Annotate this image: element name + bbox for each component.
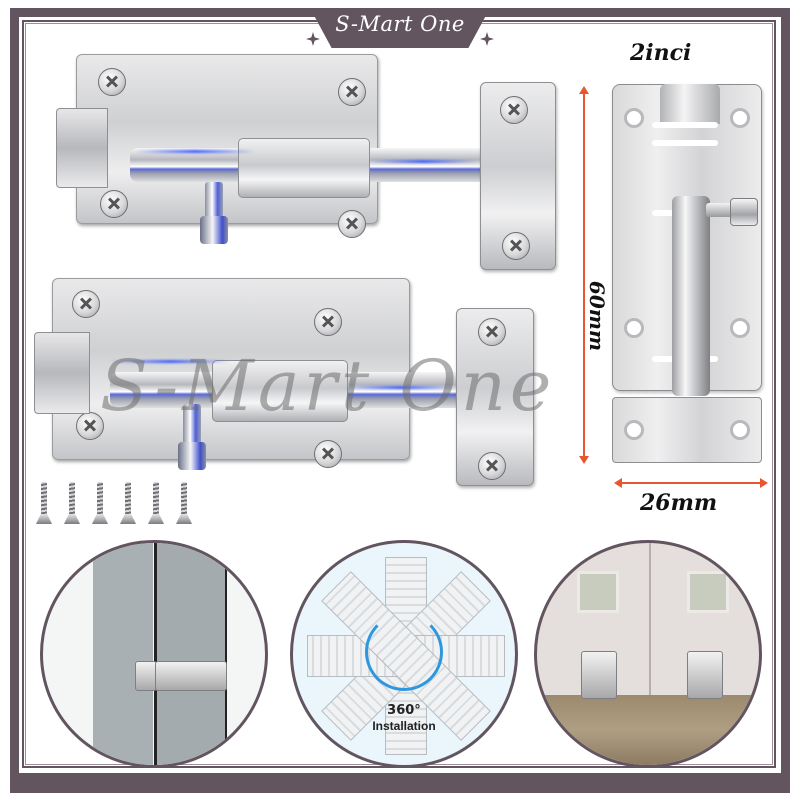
frame-border-bottom — [10, 773, 790, 793]
screw-icon — [100, 190, 128, 218]
door-gap — [225, 543, 227, 765]
double-door-circle — [534, 540, 762, 768]
vertical-latch-bolt — [672, 196, 710, 396]
highlight-glow — [368, 160, 478, 163]
latch-knob — [183, 404, 201, 444]
brand-name: S-Mart One — [335, 12, 465, 36]
mounting-hole-icon — [730, 318, 750, 338]
mounting-hole-icon — [730, 420, 750, 440]
latch-flange — [56, 108, 108, 188]
door-glass — [687, 571, 729, 613]
highlight-glow — [345, 386, 455, 389]
screw-icon — [98, 68, 126, 96]
wood-screw-icon — [148, 482, 164, 528]
latch-sleeve — [238, 138, 370, 198]
mounting-hole-icon — [730, 108, 750, 128]
door-gap — [154, 543, 157, 765]
installed-latch-icon — [135, 661, 157, 691]
screw-icon — [338, 78, 366, 106]
width-label: 26mm — [640, 490, 718, 516]
door-split — [649, 543, 651, 703]
wood-screw-icon — [36, 482, 52, 528]
floor-bolt-icon — [687, 651, 723, 699]
latch-flange — [34, 332, 90, 414]
wood-screw-icon — [92, 482, 108, 528]
latch-sleeve — [212, 360, 348, 422]
installed-latch-icon — [155, 661, 227, 691]
plate-slot — [652, 140, 718, 146]
latch-knob — [205, 182, 223, 218]
width-arrow-icon — [614, 478, 768, 488]
screw-icon — [314, 440, 342, 468]
wood-screw-icon — [64, 482, 80, 528]
screw-icon — [500, 96, 528, 124]
rotation-caption: Installation — [372, 719, 436, 733]
highlight-glow — [135, 150, 255, 153]
latch-knob-cap — [178, 442, 206, 470]
floor-bolt-icon — [581, 651, 617, 699]
vertical-latch-top-sleeve — [660, 84, 720, 124]
banner-ribbon — [310, 8, 490, 48]
rotation-arrow-icon — [365, 613, 443, 691]
frame-border-right — [781, 8, 790, 793]
mounting-hole-icon — [624, 420, 644, 440]
door-panel — [157, 543, 225, 765]
screw-icon — [76, 412, 104, 440]
mounting-hole-icon — [624, 318, 644, 338]
mounting-hole-icon — [624, 108, 644, 128]
door-panel — [93, 543, 153, 765]
screw-icon — [502, 232, 530, 260]
height-arrow-icon — [579, 86, 589, 464]
rotation-installation-circle: 360° Installation — [290, 540, 518, 768]
loose-screws — [36, 482, 192, 528]
rotation-degrees: 360° — [387, 703, 421, 718]
wood-screw-icon — [176, 482, 192, 528]
vertical-latch-knob — [706, 203, 736, 217]
screw-icon — [338, 210, 366, 238]
latch-knob-cap — [200, 216, 228, 244]
plate-slot — [652, 122, 718, 128]
screw-icon — [72, 290, 100, 318]
height-label: 60mm — [585, 280, 610, 352]
wooden-floor — [537, 695, 759, 765]
screw-icon — [478, 318, 506, 346]
screw-icon — [314, 308, 342, 336]
size-label: 2inci — [630, 40, 692, 66]
door-installation-circle — [40, 540, 268, 768]
vertical-latch-knob-cap — [730, 198, 758, 226]
wood-screw-icon — [120, 482, 136, 528]
frame-border-left — [10, 8, 19, 793]
highlight-glow — [110, 360, 230, 363]
screw-icon — [478, 452, 506, 480]
door-glass — [577, 571, 619, 613]
brand-banner: S-Mart One — [292, 8, 508, 48]
